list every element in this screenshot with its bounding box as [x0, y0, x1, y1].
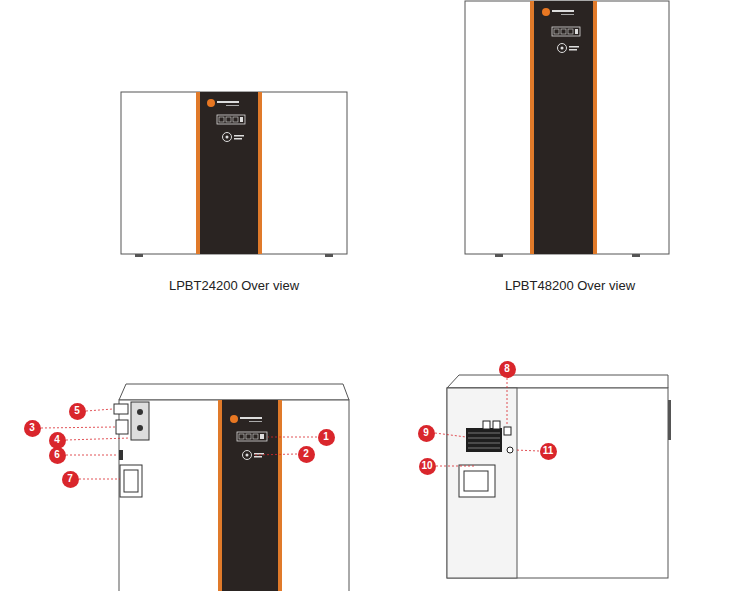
callout-number: 5 [74, 406, 80, 416]
callout-circle: 8 [499, 361, 516, 378]
callout-circle: 4 [49, 432, 66, 449]
callout-circle: 7 [62, 471, 79, 488]
callout-number: 3 [29, 423, 35, 433]
callout-circle: 2 [298, 446, 315, 463]
callout-number: 1 [323, 432, 329, 442]
callout-number: 9 [423, 428, 429, 438]
callout-circle: 1 [318, 429, 335, 446]
callout-number: 8 [504, 364, 510, 374]
callout-number: 2 [303, 449, 309, 459]
view-caption: LPBT24200 Over view [169, 278, 299, 294]
view-caption: LPBT48200 Over view [505, 278, 635, 294]
callout-circle: 3 [24, 420, 41, 437]
callout-number: 4 [54, 435, 60, 445]
callout-circle: 11 [540, 443, 557, 460]
battery-iso-front [41, 384, 349, 591]
callout-circle: 10 [419, 458, 436, 475]
callout-number: 11 [543, 446, 554, 456]
battery-front-large [465, 1, 669, 257]
callout-number: 10 [421, 461, 432, 471]
callout-circle: 9 [418, 425, 435, 442]
battery-front-small [121, 92, 347, 257]
battery-iso-back [435, 375, 671, 578]
callout-circle: 5 [69, 403, 86, 420]
callout-circle: 6 [49, 447, 66, 464]
callout-number: 7 [67, 474, 73, 484]
callout-number: 6 [54, 450, 60, 460]
